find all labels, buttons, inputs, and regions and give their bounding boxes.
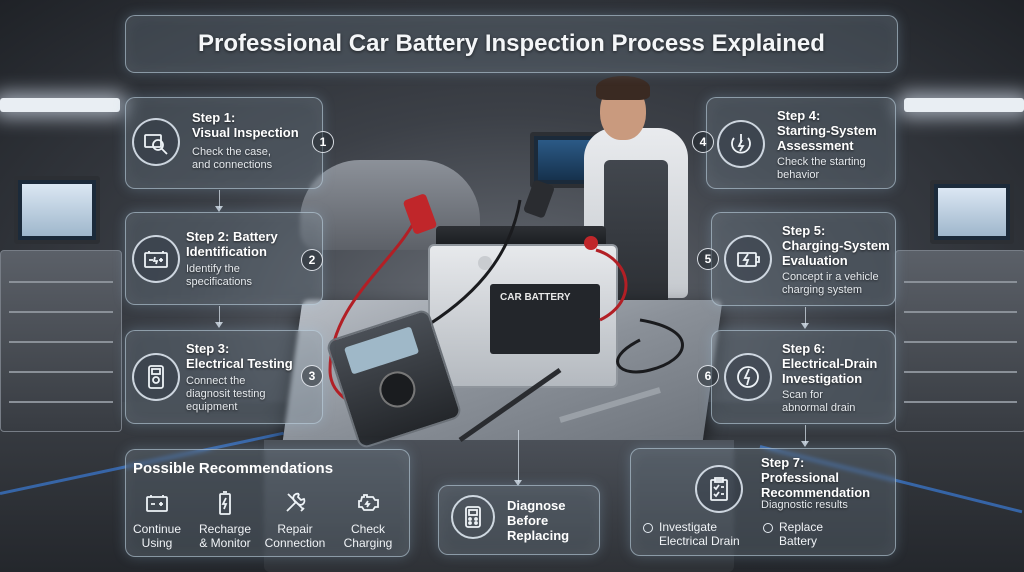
workbench-top xyxy=(281,300,723,450)
power-gauge-icon xyxy=(717,120,765,168)
multimeter-icon xyxy=(132,353,180,401)
step-1-badge: 1 xyxy=(312,131,334,153)
rec-check-charging: Check Charging xyxy=(334,490,402,550)
battery-top xyxy=(436,226,606,252)
diagnose-label: Diagnose Before Replacing xyxy=(507,498,570,543)
clipboard-check-icon xyxy=(695,465,743,513)
rec-label: Recharge & Monitor xyxy=(198,522,252,550)
step-5-badge: 5 xyxy=(697,248,719,270)
recommendations-title: Possible Recommendations xyxy=(133,460,334,477)
rec-label: Repair Connection xyxy=(264,522,326,550)
step-6-desc: Scan for abnormal drain xyxy=(782,389,856,414)
recommendations-panel xyxy=(125,449,410,557)
rec-label: Check Charging xyxy=(343,522,393,550)
rec-continue-using: Continue Using xyxy=(123,490,191,550)
step-2-title: Step 2: Battery Identification xyxy=(186,229,278,259)
step-3-card: Step 3: Electrical Testing Connect the d… xyxy=(125,330,323,424)
step-5-title: Step 5: Charging-System Evaluation xyxy=(782,223,890,268)
step-4-title: Step 4: Starting-System Assessment xyxy=(777,108,877,153)
arrow-6-7 xyxy=(801,425,809,447)
step-4-card: Step 4: Starting-System Assessment Check… xyxy=(706,97,896,189)
page-title: Professional Car Battery Inspection Proc… xyxy=(198,30,825,57)
rec-repair-connection: Repair Connection xyxy=(261,490,329,550)
step-5-card: Step 5: Charging-System Evaluation Conce… xyxy=(711,212,896,306)
step-4-badge: 4 xyxy=(692,131,714,153)
step-6-card: Step 6: Electrical-Drain Investigation S… xyxy=(711,330,896,424)
lightning-gauge-icon xyxy=(724,353,772,401)
step-6-title: Step 6: Electrical-Drain Investigation xyxy=(782,341,878,386)
step-6-badge: 6 xyxy=(697,365,719,387)
arrow-2-3 xyxy=(215,306,223,328)
ceiling-light-left xyxy=(0,98,120,112)
step-1-card: Step 1: Visual Inspection Check the case… xyxy=(125,97,323,189)
battery-label: CAR BATTERY xyxy=(500,292,571,303)
step-3-title: Step 3: Electrical Testing xyxy=(186,341,293,371)
positive-terminal xyxy=(584,236,598,250)
tool-cabinet-left xyxy=(0,250,122,432)
step-3-badge: 3 xyxy=(301,365,323,387)
obd-scanner-icon xyxy=(451,495,495,539)
title-panel: Professional Car Battery Inspection Proc… xyxy=(125,15,898,73)
step-1-title: Step 1: Visual Inspection xyxy=(192,110,299,140)
step-2-badge: 2 xyxy=(301,249,323,271)
step-3-desc: Connect the diagnosit testing equipment xyxy=(186,375,266,413)
step-5-desc: Concept ir a vehicle charging system xyxy=(782,271,879,296)
wrench-screwdriver-icon xyxy=(286,492,306,512)
engine-warning-icon xyxy=(358,494,379,511)
charging-battery-icon xyxy=(724,235,772,283)
ceiling-light-right xyxy=(904,98,1024,112)
option-replace-battery: Replace Battery xyxy=(779,520,824,548)
battery-icon xyxy=(146,495,168,512)
step-7-card: Step 7: Professional Recommendation Diag… xyxy=(630,448,896,556)
car-battery xyxy=(428,244,618,388)
step-2-desc: Identify the specifications xyxy=(186,263,253,288)
monitor-left xyxy=(14,176,100,244)
step-2-card: Step 2: Battery Identification Identify … xyxy=(125,212,323,305)
step-7-title: Step 7: Professional Recommendation xyxy=(761,455,871,500)
negative-terminal xyxy=(478,256,492,270)
battery-icon xyxy=(132,235,180,283)
arrow-5-6 xyxy=(801,307,809,329)
monitor-right xyxy=(930,180,1014,244)
check-icon xyxy=(643,523,653,533)
charging-battery-icon xyxy=(219,491,231,515)
battery-label-panel xyxy=(490,284,600,354)
check-icon xyxy=(763,523,773,533)
step-4-desc: Check the starting behavior xyxy=(777,156,866,181)
tool-cabinet-right xyxy=(895,250,1024,432)
multimeter xyxy=(325,308,463,450)
rec-label: Continue Using xyxy=(132,522,182,550)
step-1-desc: Check the case, and connections xyxy=(192,146,273,171)
step-7-desc: Diagnostic results xyxy=(761,499,848,511)
arrow-to-diagnose xyxy=(514,430,522,486)
option-investigate-drain: Investigate Electrical Drain xyxy=(659,520,740,548)
car xyxy=(300,160,480,250)
magnifier-battery-icon xyxy=(132,118,180,166)
arrow-1-2 xyxy=(215,190,223,212)
monitor-center xyxy=(530,132,608,188)
rec-recharge-monitor: Recharge & Monitor xyxy=(191,490,259,550)
